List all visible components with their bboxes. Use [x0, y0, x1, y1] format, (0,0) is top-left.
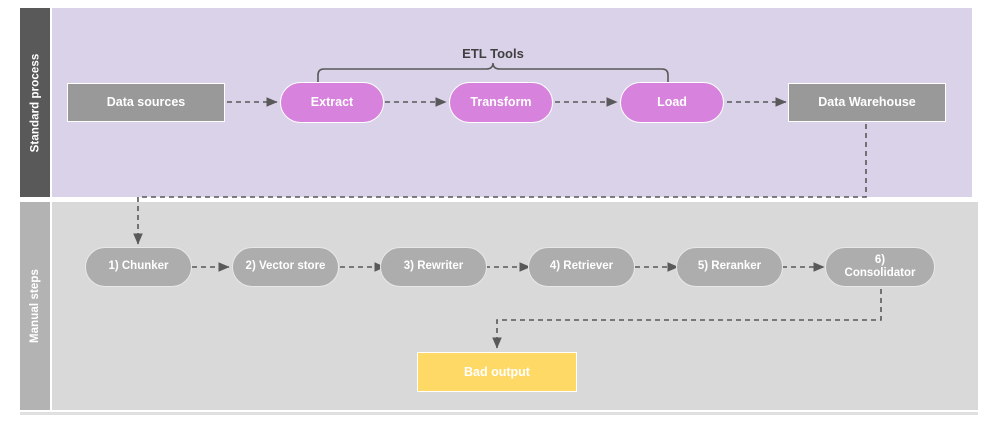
node-rewriter[interactable]: 3) Rewriter	[380, 247, 487, 287]
node-extract-label: Extract	[310, 95, 354, 110]
node-bad-output[interactable]: Bad output	[417, 352, 577, 392]
lane-header-standard-process: Standard process	[20, 8, 50, 197]
node-bad-output-label: Bad output	[464, 364, 530, 379]
node-data-sources[interactable]: Data sources	[67, 83, 225, 122]
node-load[interactable]: Load	[620, 82, 724, 123]
node-vector-store-label: 2) Vector store	[245, 260, 326, 273]
node-reranker-label: 5) Reranker	[697, 260, 762, 273]
node-load-label: Load	[657, 95, 687, 110]
lane-header-manual-steps: Manual steps	[20, 202, 50, 410]
lane-header-manual-steps-label: Manual steps	[29, 268, 41, 344]
bottom-divider	[20, 412, 978, 415]
lane-header-standard-process-label: Standard process	[29, 53, 41, 152]
node-consolidator-label: 6) Consolidator	[844, 253, 916, 279]
node-reranker[interactable]: 5) Reranker	[676, 247, 783, 287]
node-rewriter-label: 3) Rewriter	[403, 260, 464, 273]
node-data-sources-label: Data sources	[106, 95, 186, 110]
node-data-warehouse[interactable]: Data Warehouse	[788, 83, 946, 122]
node-chunker-label: 1) Chunker	[108, 260, 169, 273]
node-data-warehouse-label: Data Warehouse	[818, 95, 916, 110]
etl-tools-label: ETL Tools	[462, 46, 524, 61]
node-retriever-label: 4) Retriever	[549, 260, 614, 273]
node-chunker[interactable]: 1) Chunker	[85, 247, 192, 287]
node-vector-store[interactable]: 2) Vector store	[232, 247, 339, 287]
node-retriever[interactable]: 4) Retriever	[528, 247, 635, 287]
node-transform[interactable]: Transform	[449, 82, 553, 123]
node-extract[interactable]: Extract	[280, 82, 384, 123]
node-consolidator[interactable]: 6) Consolidator	[825, 247, 935, 287]
node-transform-label: Transform	[470, 95, 532, 110]
